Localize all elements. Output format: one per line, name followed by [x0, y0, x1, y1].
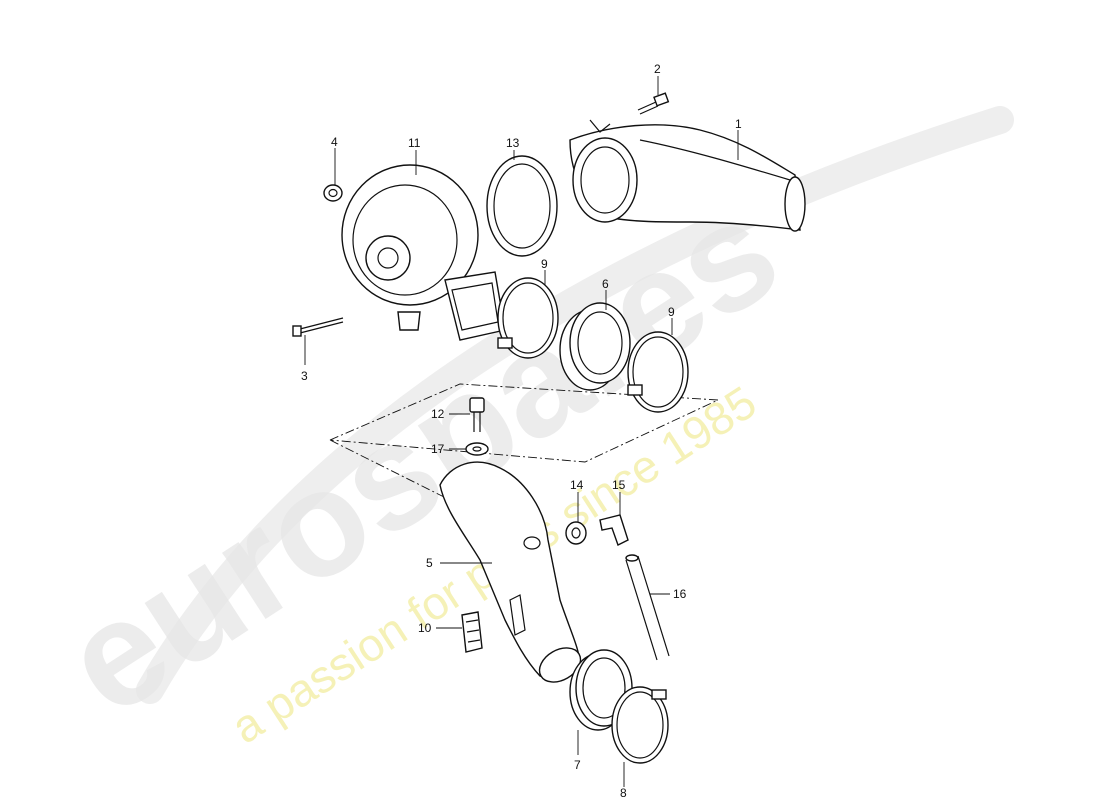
part-3-long-bolt — [292, 317, 344, 337]
callout-17: 17 — [431, 442, 445, 456]
callout-4: 4 — [331, 135, 338, 149]
part-14-grommet — [565, 521, 587, 545]
part-1-air-duct — [569, 119, 806, 232]
leader-lines — [304, 76, 739, 787]
callout-8: 8 — [620, 786, 627, 800]
callout-15: 15 — [612, 478, 626, 492]
callout-14: 14 — [570, 478, 584, 492]
callout-5: 5 — [426, 556, 433, 570]
part-2-bolt — [637, 92, 670, 115]
callout-3: 3 — [301, 369, 308, 383]
part-9-hose-clamp-right — [627, 331, 689, 413]
part-11-fan-housing — [341, 164, 506, 341]
part-10-clip — [461, 611, 483, 653]
callout-9-right: 9 — [668, 305, 675, 319]
callout-12: 12 — [431, 407, 445, 421]
callout-13: 13 — [506, 136, 520, 150]
callout-11: 11 — [408, 136, 421, 150]
callouts: 1 2 3 4 5 6 7 8 9 9 10 11 12 13 14 15 16… — [301, 62, 742, 800]
callout-9-left: 9 — [541, 257, 548, 271]
callout-7: 7 — [574, 758, 581, 772]
part-6-coupling-sleeve — [559, 302, 631, 391]
callout-16: 16 — [673, 587, 687, 601]
part-4-nut — [323, 184, 343, 202]
reference-plane — [329, 383, 719, 506]
callout-2: 2 — [654, 62, 661, 76]
part-8-lower-clamp — [611, 686, 669, 764]
watermark-swoosh — [136, 106, 1014, 704]
part-13-seal-ring — [486, 155, 558, 257]
part-17-washer — [465, 442, 489, 456]
part-9-hose-clamp-left — [497, 277, 559, 359]
part-15-angled-fitting — [599, 514, 629, 546]
callout-1: 1 — [735, 117, 742, 131]
callout-6: 6 — [602, 277, 609, 291]
callout-10: 10 — [418, 621, 432, 635]
part-16-hose — [625, 554, 670, 661]
part-12-stud — [469, 397, 485, 432]
